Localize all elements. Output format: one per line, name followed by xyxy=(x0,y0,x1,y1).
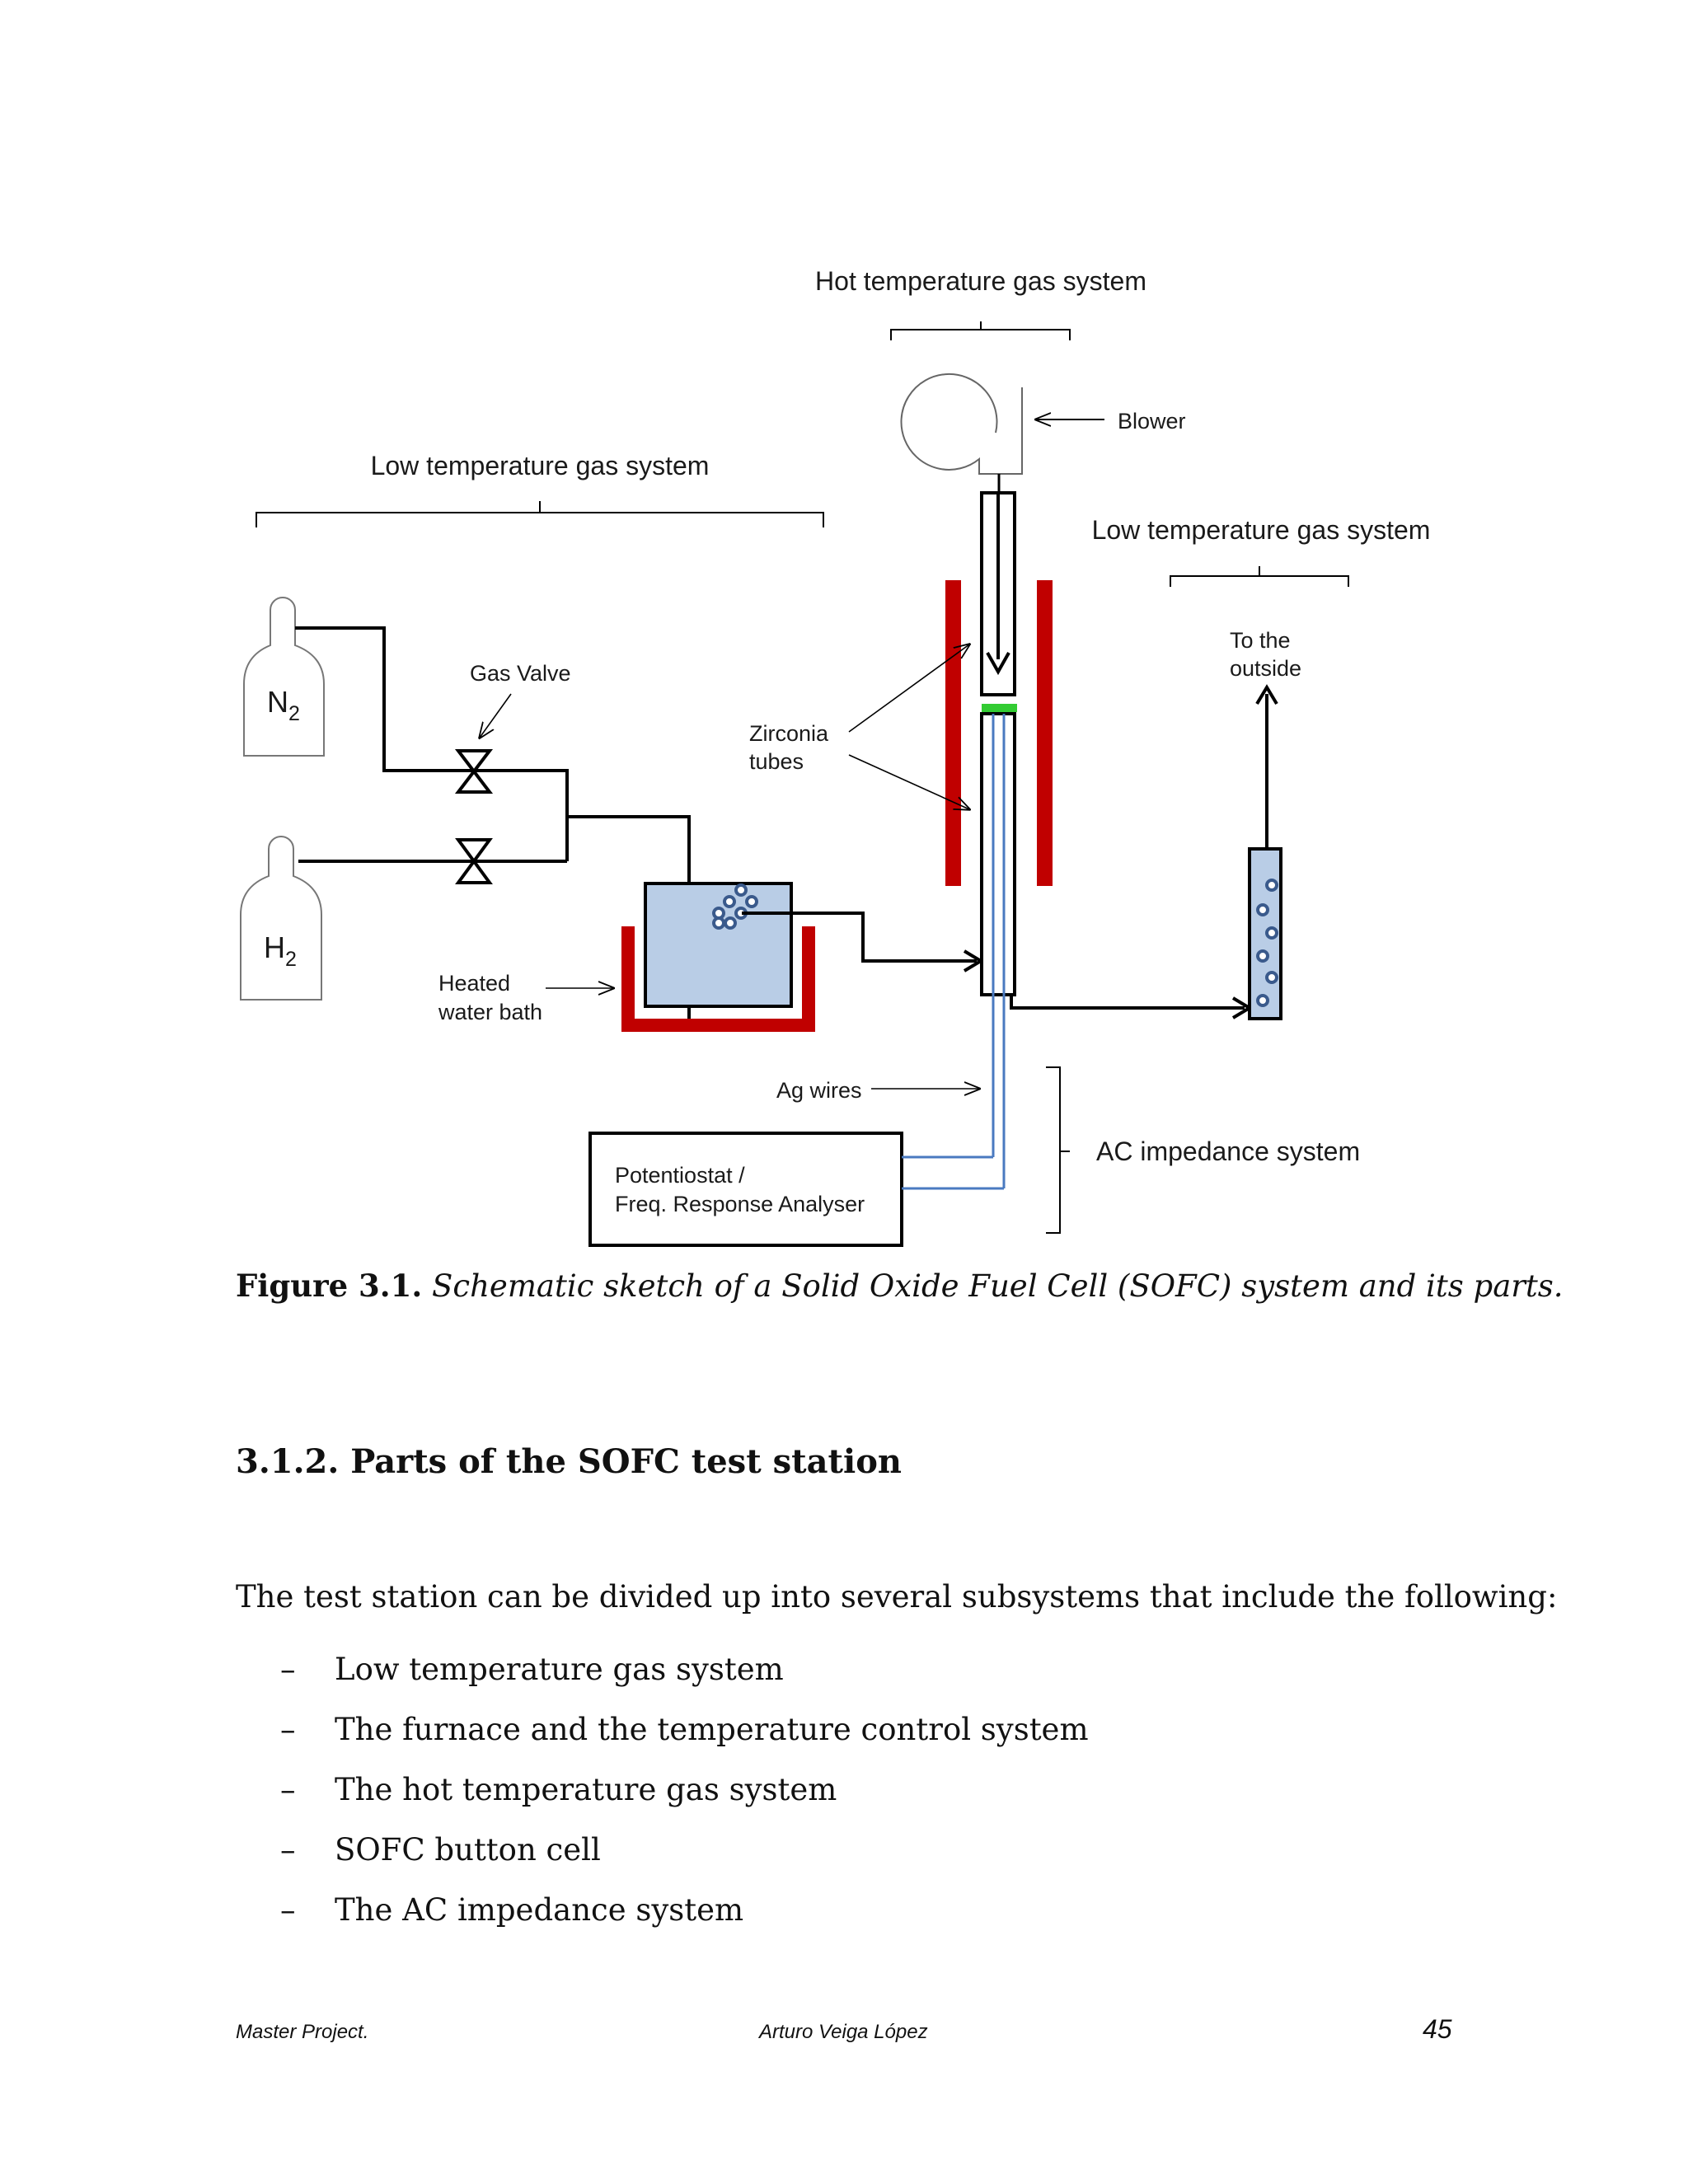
n2-gas-valve-icon xyxy=(454,749,494,794)
footer-author: Arturo Veiga López xyxy=(759,2021,928,2043)
list-item: – The hot temperature gas system xyxy=(280,1772,1089,1832)
list-item-text: Low temperature gas system xyxy=(335,1652,784,1687)
to-outside-label-1: To the xyxy=(1230,628,1291,653)
ag-wires-label: Ag wires xyxy=(776,1078,862,1103)
blower-label: Blower xyxy=(1118,409,1186,434)
n2-cylinder-icon xyxy=(243,597,325,757)
list-dash: – xyxy=(280,1832,296,1868)
furnace-right-heater xyxy=(1037,580,1053,886)
h2-label: H2 xyxy=(264,930,297,971)
blower-icon xyxy=(900,373,1023,475)
bath-outlet-line xyxy=(742,912,977,963)
zirconia-pointer-upper xyxy=(848,644,969,733)
footer-left: Master Project. xyxy=(236,2021,369,2043)
low-gas-left-label: Low temperature gas system xyxy=(371,451,710,480)
list-dash: – xyxy=(280,1772,296,1807)
list-item: – SOFC button cell xyxy=(280,1832,1089,1892)
heated-bath-label-2: water bath xyxy=(438,1000,542,1024)
heated-bath-label-1: Heated xyxy=(438,971,510,996)
h2-cylinder-icon xyxy=(240,836,322,1001)
hot-gas-label: Hot temperature gas system xyxy=(815,266,1146,296)
potentiostat-box xyxy=(588,1132,903,1247)
to-outside-arrowhead xyxy=(1255,684,1278,705)
zirconia-label-1: Zirconia xyxy=(749,721,829,746)
furnace-left-heater xyxy=(945,580,961,886)
bubbler-bubbles xyxy=(1256,879,1278,1007)
figure-caption-text: Schematic sketch of a Solid Oxide Fuel C… xyxy=(432,1268,1564,1304)
sofc-schematic: Hot temperature gas system Blower Low te… xyxy=(240,266,1431,1247)
list-item: – The AC impedance system xyxy=(280,1892,1089,1952)
ac-impedance-label: AC impedance system xyxy=(1096,1137,1360,1166)
section-heading: 3.1.2. Parts of the SOFC test station xyxy=(236,1442,902,1481)
list-item-text: SOFC button cell xyxy=(335,1832,601,1868)
list-item: – The furnace and the temperature control… xyxy=(280,1712,1089,1772)
list-item-text: The AC impedance system xyxy=(335,1892,744,1928)
sofc-button-cell xyxy=(982,704,1017,712)
potentiostat-label-1: Potentiostat / xyxy=(615,1163,745,1188)
low-gas-left-brace xyxy=(256,501,824,527)
water-bath-heater xyxy=(621,926,815,1032)
hot-gas-brace xyxy=(890,321,1071,340)
ac-impedance-brace xyxy=(1046,1066,1070,1234)
zirconia-label-2: tubes xyxy=(749,749,804,774)
gas-valve-pointer xyxy=(480,693,512,738)
low-gas-right-brace xyxy=(1170,566,1349,587)
n2-gas-line xyxy=(295,626,691,1026)
figure-caption: Figure 3.1. Schematic sketch of a Solid … xyxy=(236,1268,1564,1304)
water-bath-vessel xyxy=(644,882,793,1008)
list-item-text: The hot temperature gas system xyxy=(335,1772,837,1807)
n2-label: N2 xyxy=(267,685,300,725)
list-dash: – xyxy=(280,1892,296,1928)
hot-gas-arrowhead xyxy=(986,652,1010,676)
list-dash: – xyxy=(280,1652,296,1687)
figure-caption-label: Figure 3.1. xyxy=(236,1268,423,1304)
subsystem-list: – Low temperature gas system – The furnace… xyxy=(280,1652,1089,1952)
gas-valve-label: Gas Valve xyxy=(470,661,571,686)
gas-bubbles xyxy=(712,883,758,930)
h2-gas-valve-icon xyxy=(455,838,493,884)
low-gas-right-label: Low temperature gas system xyxy=(1092,515,1431,545)
intro-paragraph: The test station can be divided up into … xyxy=(236,1579,1558,1615)
list-item: – Low temperature gas system xyxy=(280,1652,1089,1712)
list-dash: – xyxy=(280,1712,296,1747)
zirconia-pointer-lower xyxy=(848,754,969,809)
list-item-text: The furnace and the temperature control … xyxy=(335,1712,1089,1747)
exhaust-line xyxy=(1010,995,1245,1010)
potentiostat-label-2: Freq. Response Analyser xyxy=(615,1192,865,1216)
page-number: 45 xyxy=(1423,2014,1452,2044)
lower-zirconia-tube xyxy=(980,712,1016,996)
to-outside-label-2: outside xyxy=(1230,656,1301,681)
